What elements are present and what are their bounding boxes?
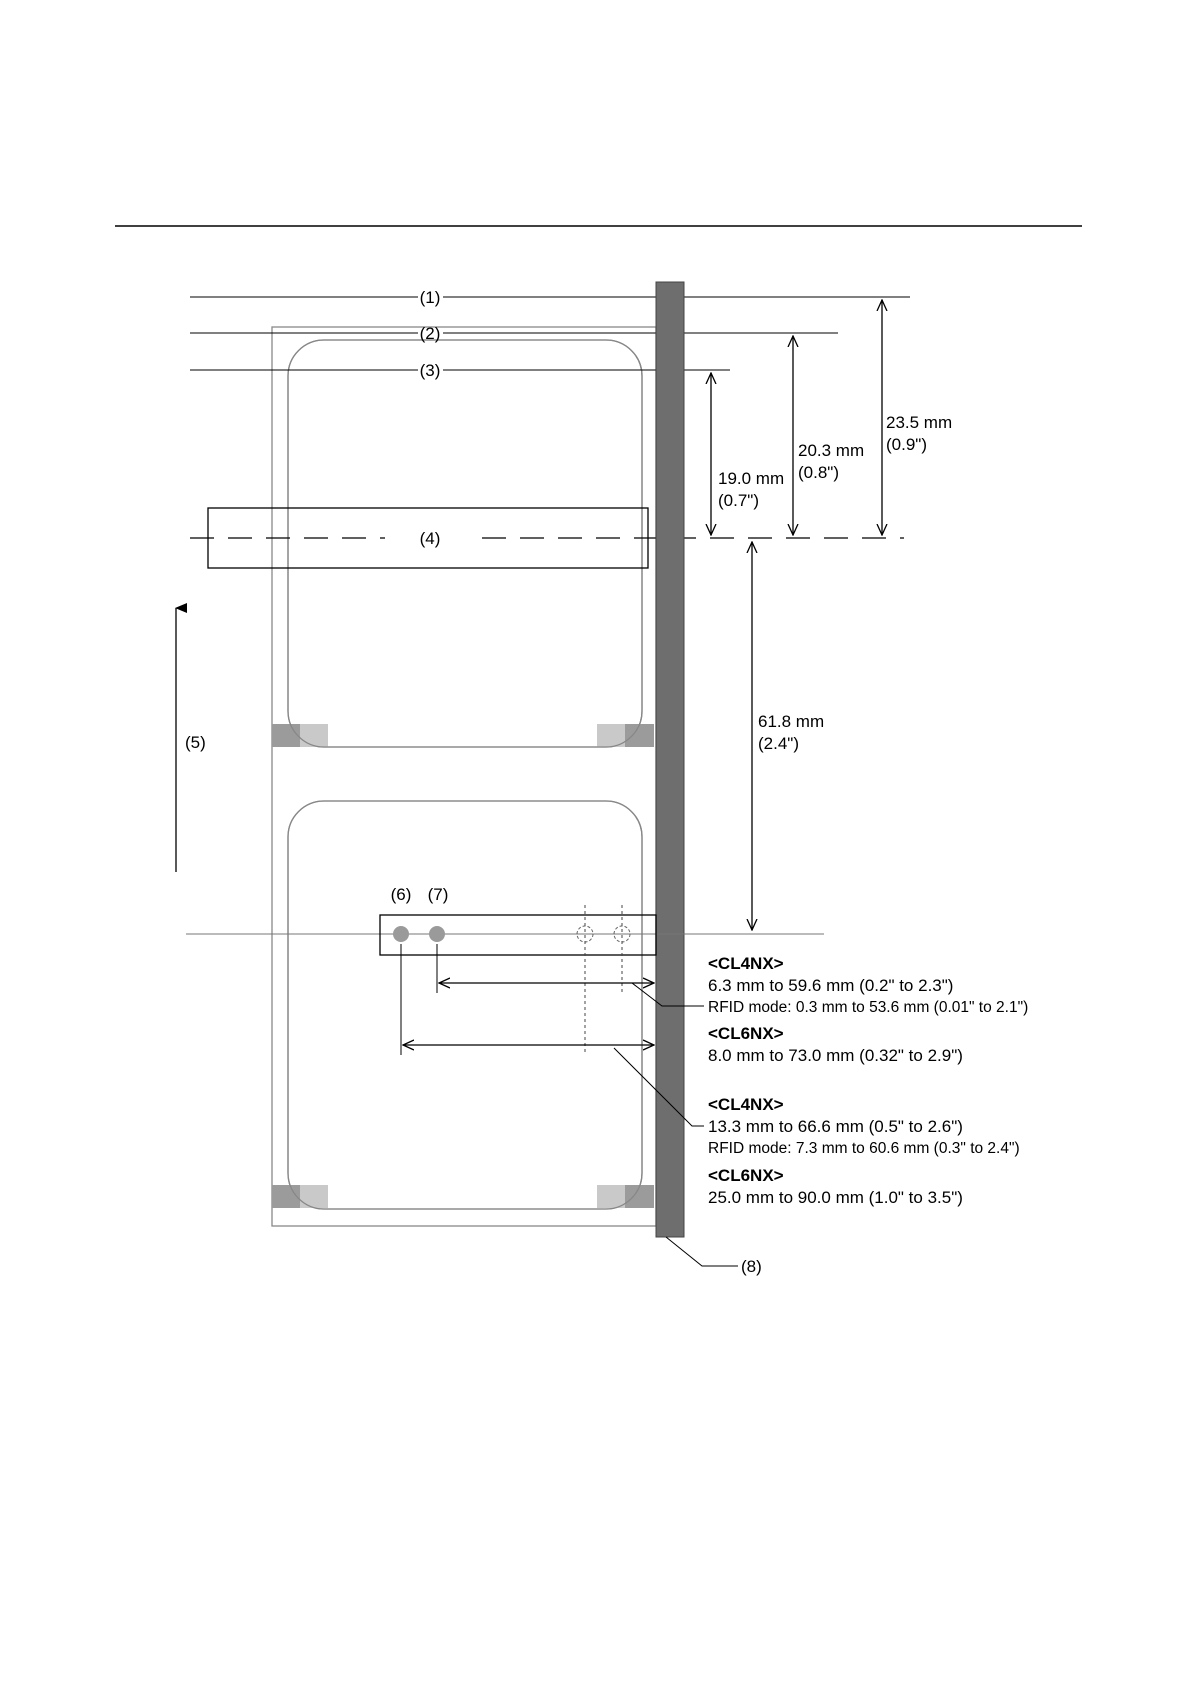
group1-cl6nx-range: 8.0 mm to 73.0 mm (0.32" to 2.9"): [708, 1046, 963, 1065]
sensor-7: [429, 926, 445, 942]
range-group-1: <CL4NX> 6.3 mm to 59.6 mm (0.2" to 2.3")…: [708, 954, 1028, 1065]
dim-23-5-mm: 23.5 mm: [886, 413, 952, 432]
callout-7: (7): [428, 885, 449, 904]
platen-bar: [655, 281, 685, 1238]
range-group-2: <CL4NX> 13.3 mm to 66.6 mm (0.5" to 2.6"…: [708, 1095, 1020, 1207]
label-lower: [287, 800, 643, 1210]
dim-61-8-in: (2.4"): [758, 734, 799, 753]
group2-cl4nx-range: 13.3 mm to 66.6 mm (0.5" to 2.6"): [708, 1117, 963, 1136]
dim-20-3-in: (0.8"): [798, 463, 839, 482]
leader-range-1: [631, 982, 704, 1007]
dim-23-5-in: (0.9"): [886, 435, 927, 454]
callout-8: (8): [741, 1257, 762, 1276]
callout-1: (1): [420, 288, 441, 307]
callout-6: (6): [391, 885, 412, 904]
sensor-bar: [379, 914, 657, 956]
group1-cl4nx-range: 6.3 mm to 59.6 mm (0.2" to 2.3"): [708, 976, 953, 995]
group1-cl4nx-title: <CL4NX>: [708, 954, 784, 973]
dim-19-0-mm: 19.0 mm: [718, 469, 784, 488]
label-upper: [287, 339, 643, 748]
liner-backing: [271, 326, 657, 1227]
leader-range-2: [613, 1047, 704, 1127]
group1-cl6nx-title: <CL6NX>: [708, 1024, 784, 1043]
group1-cl4nx-rfid: RFID mode: 0.3 mm to 53.6 mm (0.01" to 2…: [708, 999, 1028, 1016]
dim-20-3-mm: 20.3 mm: [798, 441, 864, 460]
gap-markers: [272, 724, 654, 1208]
leader-8: [665, 1236, 738, 1267]
dim-61-8-mm: 61.8 mm: [758, 712, 824, 731]
group2-cl4nx-title: <CL4NX>: [708, 1095, 784, 1114]
callout-3: (3): [420, 361, 441, 380]
callout-5: (5): [185, 733, 206, 752]
dim-19-0-in: (0.7"): [718, 491, 759, 510]
sensor-6: [393, 926, 409, 942]
callout-2: (2): [420, 324, 441, 343]
group2-cl6nx-title: <CL6NX>: [708, 1166, 784, 1185]
callout-4: (4): [420, 529, 441, 548]
group2-cl4nx-rfid: RFID mode: 7.3 mm to 60.6 mm (0.3" to 2.…: [708, 1140, 1020, 1157]
group2-cl6nx-range: 25.0 mm to 90.0 mm (1.0" to 3.5"): [708, 1188, 963, 1207]
